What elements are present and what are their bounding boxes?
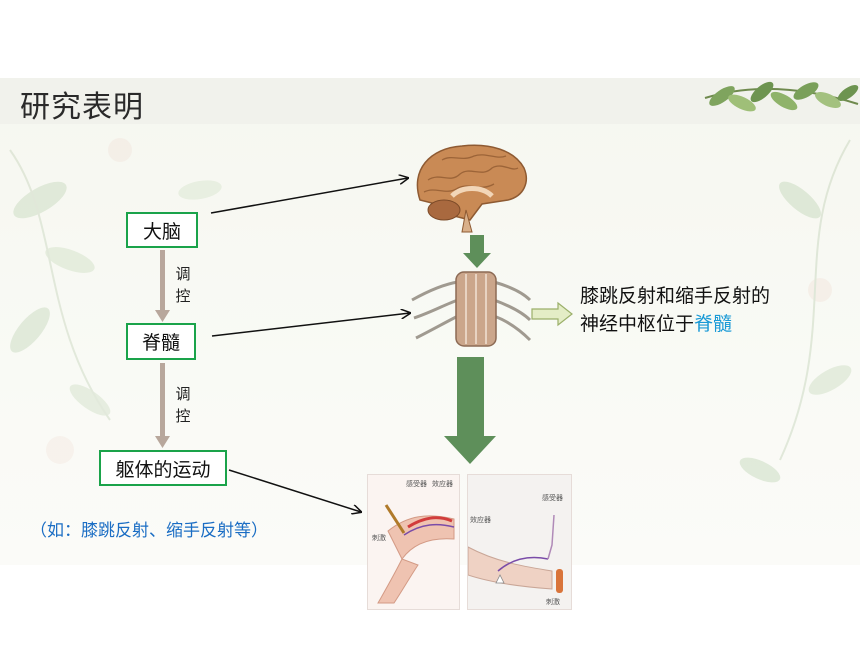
hand-reflex-figure [468, 514, 563, 593]
hand-effector-label: 效应器 [470, 516, 491, 524]
conclusion-line1: 膝跳反射和缩手反射的 [580, 285, 771, 307]
conclusion-highlight: 脊髓 [694, 313, 733, 335]
knee-receptor-label: 感受器 [406, 480, 427, 488]
arrow-spinal-to-image [211, 313, 410, 337]
control-label-bottom: 调 控 [174, 383, 192, 427]
example-text: （如：膝跳反射、缩手反射等） [30, 521, 268, 541]
hand-stimulus-label: 刺激 [546, 598, 560, 606]
knee-reflex-image: 感受器 效应器 刺激 [367, 474, 460, 610]
arrow-body-to-image [228, 469, 361, 512]
big-arrow-brain-to-spine [463, 235, 491, 268]
knee-stimulus-label: 刺激 [372, 534, 386, 542]
outline-arrow-to-conclusion [531, 301, 573, 327]
brain-label: 大脑 [142, 220, 181, 243]
conclusion-text: 膝跳反射和缩手反射的 神经中枢位于脊髓 [580, 282, 770, 338]
hand-reflex-image: 感受器 效应器 刺激 [467, 474, 572, 610]
leaf-pattern-right [739, 139, 852, 483]
body-movement-box: 躯体的运动 [99, 450, 227, 486]
spinal-cord-box: 脊髓 [126, 323, 196, 360]
control-char: 控 [175, 407, 191, 425]
leaf-pattern-left [9, 138, 222, 464]
control-char: 控 [175, 287, 191, 305]
control-arrow-1 [155, 250, 170, 322]
conclusion-line2-prefix: 神经中枢位于 [580, 313, 695, 335]
brain-image [416, 144, 528, 233]
spinal-cord-label: 脊髓 [141, 332, 180, 354]
knee-effector-label: 效应器 [432, 480, 453, 488]
knee-reflex-figure [377, 504, 455, 604]
spinal-cord-image [411, 271, 532, 347]
control-label-top: 调 控 [174, 263, 192, 307]
control-arrow-2 [155, 363, 170, 448]
page-title: 研究表明 [20, 90, 144, 125]
leaf-icon [704, 81, 859, 112]
brain-box: 大脑 [126, 212, 198, 248]
control-char: 调 [175, 385, 191, 403]
body-movement-label: 躯体的运动 [115, 458, 211, 481]
hand-receptor-label: 感受器 [542, 494, 563, 502]
control-char: 调 [175, 265, 191, 283]
arrow-brain-to-image [210, 178, 408, 214]
conclusion-line2: 神经中枢位于脊髓 [580, 310, 770, 338]
big-arrow-spine-to-body [444, 357, 496, 464]
